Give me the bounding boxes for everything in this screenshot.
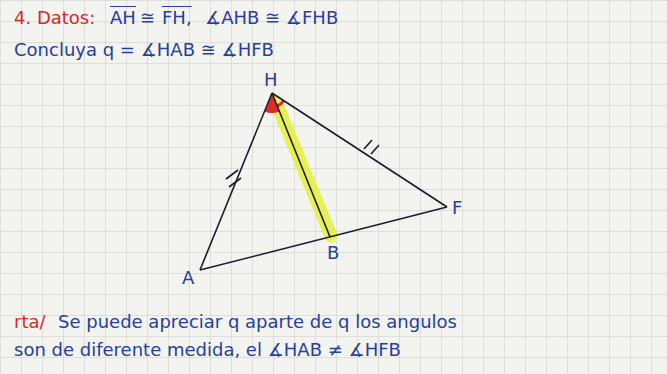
- segment-af: [200, 207, 447, 270]
- point-label: F: [452, 198, 462, 218]
- conclusion-text: Concluya q = ∡HAB ≅ ∡HFB: [14, 40, 274, 60]
- answer-marker: rta/: [14, 312, 46, 332]
- angle-mark: [277, 101, 284, 106]
- segment-name: FH,: [162, 8, 192, 28]
- tick-mark: [364, 140, 372, 149]
- segment-name: AH: [110, 8, 136, 28]
- congruence-sign: ≅: [140, 8, 155, 28]
- point-label: A: [182, 268, 194, 288]
- exercise-heading: 4. Datos:: [14, 8, 95, 28]
- tick-mark: [229, 178, 241, 187]
- segment-hf: [272, 93, 447, 207]
- answer-text: Se puede apreciar q aparte de q los angu…: [58, 312, 457, 332]
- tick-mark: [226, 170, 238, 179]
- segment-hb: [272, 93, 330, 237]
- segment-ha: [200, 93, 272, 270]
- given-angles: ∡AHB ≅ ∡FHB: [205, 8, 338, 28]
- point-label: H: [264, 70, 278, 90]
- answer-text: son de diferente medida, el ∡HAB ≠ ∡HFB: [14, 340, 401, 360]
- point-label: B: [327, 243, 339, 263]
- tick-mark: [371, 145, 379, 154]
